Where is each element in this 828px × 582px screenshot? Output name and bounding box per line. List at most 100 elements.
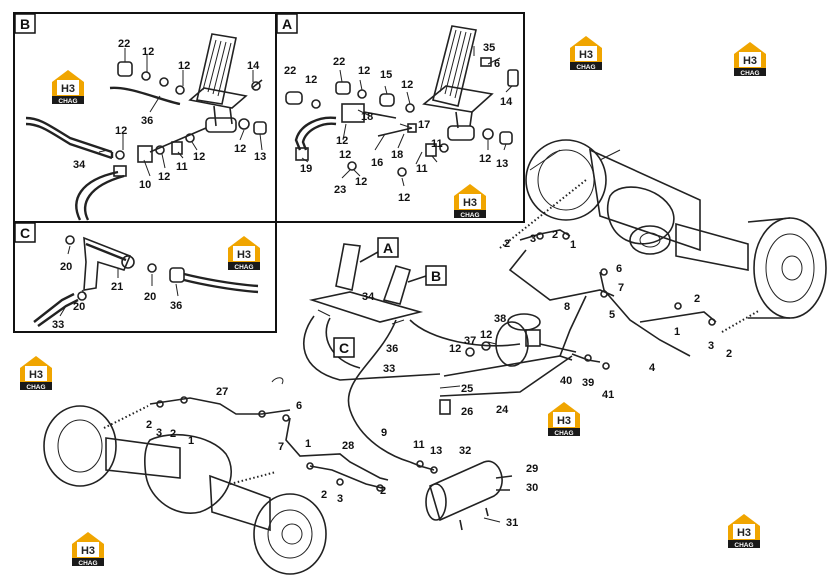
part-label: 34 bbox=[362, 291, 375, 303]
part-label: 18 bbox=[391, 149, 403, 161]
part-label: 8 bbox=[564, 301, 570, 313]
part-label: 24 bbox=[496, 404, 509, 416]
svg-text:H3: H3 bbox=[463, 197, 477, 209]
svg-text:CHAG: CHAG bbox=[234, 264, 253, 271]
svg-text:H3: H3 bbox=[557, 415, 571, 427]
part-label: 40 bbox=[560, 375, 572, 387]
panel-b-drawing bbox=[25, 33, 267, 221]
part-label: 2 bbox=[380, 485, 386, 497]
callout-c-box: C bbox=[333, 337, 355, 358]
tank-32-drawing bbox=[425, 460, 513, 531]
part-label: 3 bbox=[530, 233, 536, 245]
part-label: 37 bbox=[464, 335, 476, 347]
part-label: 12 bbox=[115, 125, 127, 137]
reservoir-38-drawing bbox=[465, 313, 577, 367]
svg-text:CHAG: CHAG bbox=[740, 70, 759, 77]
part-label: 3 bbox=[337, 493, 343, 505]
svg-text:H3: H3 bbox=[579, 49, 593, 61]
svg-text:CHAG: CHAG bbox=[58, 98, 77, 105]
panel-a-letter: A bbox=[282, 16, 292, 32]
part-label: 7 bbox=[278, 441, 284, 453]
part-label: 22 bbox=[333, 56, 345, 68]
panel-b-letter: B bbox=[20, 16, 30, 32]
part-label: 12 bbox=[401, 79, 413, 91]
part-label: 36 bbox=[170, 300, 182, 312]
part-label: 29 bbox=[526, 463, 538, 475]
panel-c-frame bbox=[13, 221, 277, 333]
part-label: 12 bbox=[158, 171, 170, 183]
logo-watermarks: H3CHAGH3CHAGH3CHAGH3CHAGH3CHAGH3CHAGH3CH… bbox=[20, 36, 766, 567]
part-label: 14 bbox=[500, 96, 513, 108]
svg-text:H3: H3 bbox=[61, 83, 75, 95]
part-label: 2 bbox=[726, 348, 732, 360]
part-label: 4 bbox=[649, 362, 656, 374]
main-assembly-drawing: A B C bbox=[43, 139, 827, 575]
panel-c-drawing bbox=[33, 235, 259, 327]
part-label: 2 bbox=[321, 489, 327, 501]
part-label: 22 bbox=[118, 38, 130, 50]
part-label: 12 bbox=[178, 60, 190, 72]
part-labels-main: 2 3 2 1 6 7 8 5 1 2 3 2 4 34 36 12 37 12… bbox=[146, 229, 732, 529]
part-label: 12 bbox=[398, 192, 410, 204]
svg-text:CHAG: CHAG bbox=[576, 64, 595, 71]
part-label: 12 bbox=[355, 176, 367, 188]
svg-text:CHAG: CHAG bbox=[78, 560, 97, 567]
part-label: 33 bbox=[383, 363, 395, 375]
panel-c-letter-box: C bbox=[14, 222, 36, 243]
part-label: 26 bbox=[461, 406, 473, 418]
part-label: 13 bbox=[430, 445, 442, 457]
front-axle-drawing bbox=[43, 405, 327, 575]
part-label: 2 bbox=[146, 419, 152, 431]
part-label: 2 bbox=[504, 238, 510, 250]
part-label: 11 bbox=[176, 161, 188, 173]
part-label: 41 bbox=[602, 389, 614, 401]
part-label: 11 bbox=[413, 439, 425, 451]
part-label: 28 bbox=[342, 440, 354, 452]
part-label: 12 bbox=[234, 143, 246, 155]
part-label: 12 bbox=[479, 153, 491, 165]
svg-text:CHAG: CHAG bbox=[554, 430, 573, 437]
callout-b-letter: B bbox=[431, 268, 441, 284]
part-label: 1 bbox=[674, 326, 680, 338]
part-label: 19 bbox=[300, 163, 312, 175]
svg-text:CHAG: CHAG bbox=[26, 384, 45, 391]
part-label: 35 bbox=[483, 42, 495, 54]
part-label: 12 bbox=[449, 343, 461, 355]
callout-c-letter: C bbox=[339, 340, 349, 356]
callout-a-letter: A bbox=[383, 240, 393, 256]
part-label: 15 bbox=[380, 69, 392, 81]
part-label: 16 bbox=[371, 157, 383, 169]
part-label: 2 bbox=[694, 293, 700, 305]
part-label: 36 bbox=[386, 343, 398, 355]
svg-text:H3: H3 bbox=[81, 545, 95, 557]
part-label: 12 bbox=[142, 46, 154, 58]
part-label: 20 bbox=[144, 291, 156, 303]
part-label: 9 bbox=[381, 427, 387, 439]
part-label: 14 bbox=[247, 60, 260, 72]
main-pedals-drawing bbox=[308, 243, 427, 325]
part-labels-panel-b: 22 12 12 14 36 12 34 10 12 11 12 12 13 bbox=[73, 38, 266, 191]
part-label: 3 bbox=[708, 340, 714, 352]
part-label: 25 bbox=[461, 383, 473, 395]
part-label: 23 bbox=[334, 184, 346, 196]
part-label: 22 bbox=[284, 65, 296, 77]
svg-text:CHAG: CHAG bbox=[734, 542, 753, 549]
part-labels-panel-c: 20 21 20 36 20 33 bbox=[52, 261, 182, 331]
part-label: 12 bbox=[193, 151, 205, 163]
part-label: 7 bbox=[618, 282, 624, 294]
part-label: 36 bbox=[141, 115, 153, 127]
part-label: 21 bbox=[111, 281, 123, 293]
svg-text:H3: H3 bbox=[743, 55, 757, 67]
part-label: 2 bbox=[170, 428, 176, 440]
part-label: 38 bbox=[494, 313, 506, 325]
part-label: 33 bbox=[52, 319, 64, 331]
part-label: 20 bbox=[73, 301, 85, 313]
part-label: 13 bbox=[496, 158, 508, 170]
